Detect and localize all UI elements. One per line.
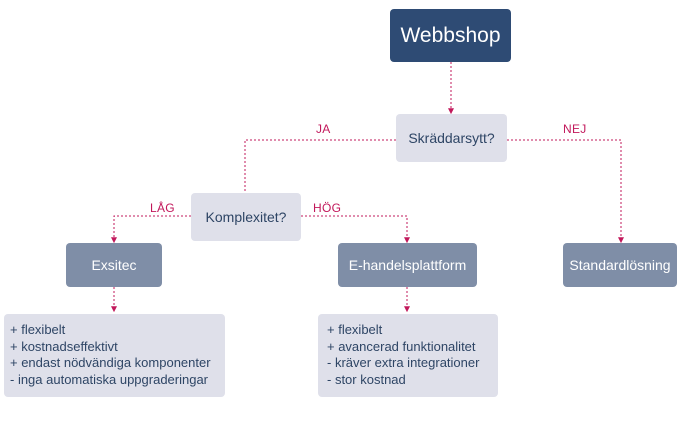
- exsitec-details-box: + flexibelt + kostnadseffektivt + endast…: [4, 314, 225, 397]
- edge-complexity-low: [111, 215, 191, 244]
- result-node-standard: Standardlösning: [563, 243, 677, 287]
- root-node-webbshop: Webbshop: [390, 9, 511, 62]
- edge-complexity-high: [301, 215, 410, 244]
- result-node-ecommerce: E-handelsplattform: [338, 243, 477, 287]
- ecommerce-detail-item: - kräver extra integrationer: [327, 355, 480, 370]
- ecommerce-details-box: + flexibelt + avancerad funktionalitet -…: [318, 314, 498, 397]
- exsitec-detail-item: + endast nödvändiga komponenter: [10, 355, 211, 370]
- question-node-custom: Skräddarsytt?: [396, 114, 507, 162]
- edge-custom-no: [507, 139, 624, 244]
- ecommerce-detail-item: + avancerad funktionalitet: [327, 338, 476, 354]
- edge-label-high: HÖG: [313, 201, 342, 215]
- exsitec-detail-item: - inga automatiska uppgraderingar: [10, 371, 209, 387]
- edge-label-no: NEJ: [563, 122, 587, 136]
- exsitec-detail-item: + kostnadseffektivt: [10, 338, 118, 354]
- exsitec-detail-item: + flexibelt: [10, 322, 66, 337]
- edge-custom-yes: [244, 139, 396, 192]
- result-node-exsitec: Exsitec: [66, 243, 162, 287]
- ecommerce-detail-item: + flexibelt: [327, 322, 383, 337]
- ecommerce-detail-item: - stor kostnad: [327, 371, 406, 387]
- edge-label-yes: JA: [316, 122, 331, 136]
- edge-label-low: LÅG: [150, 201, 175, 215]
- question-node-complexity: Komplexitet?: [191, 193, 301, 241]
